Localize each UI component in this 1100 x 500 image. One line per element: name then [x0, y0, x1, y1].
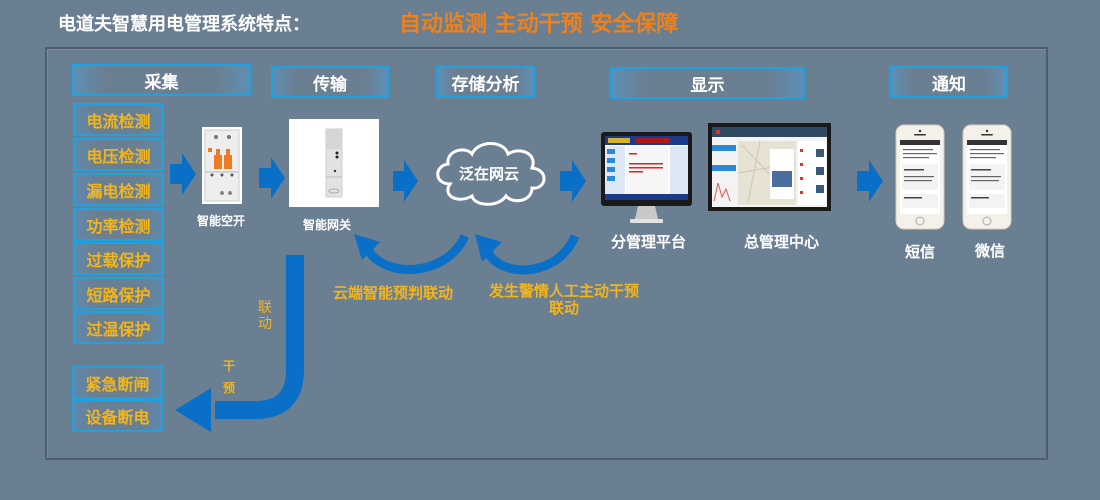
cloud-icon — [436, 142, 546, 206]
sub-platform-label: 分管理平台 — [611, 233, 687, 251]
vertical-char: 联 — [258, 300, 272, 316]
stage-label: 通知 — [932, 74, 966, 95]
action-label: 紧急断闸 — [85, 374, 150, 394]
stage-transmit: 传输 — [271, 66, 389, 98]
stage-label: 传输 — [313, 74, 347, 95]
feature-current-detection: 电流检测 — [73, 103, 164, 136]
smart-gateway-image — [289, 119, 379, 207]
stage-notify: 通知 — [890, 66, 1008, 98]
curved-arrow-left-icon — [475, 234, 580, 275]
action-device-poweroff: 设备断电 — [72, 399, 163, 432]
feature-label: 漏电检测 — [86, 181, 151, 201]
manual-note-line1: 发生警情人工主动干预 — [488, 282, 639, 300]
intervention-arrow-icon — [175, 255, 304, 432]
feature-label: 过温保护 — [86, 319, 151, 339]
action-emergency-trip: 紧急断闸 — [72, 366, 163, 399]
dashboard-screen-icon — [708, 123, 831, 211]
phone-sms-icon — [895, 124, 945, 230]
feature-label: 功率检测 — [86, 216, 151, 236]
stage-storage: 存储分析 — [436, 66, 535, 98]
vertical-char: 干 — [222, 359, 235, 373]
gateway-icon — [325, 128, 343, 198]
feature-voltage-detection: 电压检测 — [73, 138, 164, 171]
cloud-label: 泛在网云 — [459, 165, 520, 183]
stage-label: 采集 — [144, 72, 179, 93]
vertical-char: 动 — [258, 316, 272, 332]
arrow-right-icon — [857, 160, 883, 202]
main-center-label: 总管理中心 — [744, 233, 820, 251]
vertical-linkage-note: 联 动 — [257, 300, 273, 332]
feature-short-circuit-protection: 短路保护 — [73, 277, 164, 310]
cloud-linkage-note: 云端智能预判联动 — [333, 284, 454, 302]
smart-breaker-image — [202, 127, 242, 204]
stage-display: 显示 — [610, 67, 805, 99]
arrow-right-icon — [170, 153, 196, 195]
page-title: 电道夫智慧用电管理系统特点： — [58, 14, 310, 35]
manual-note-line2: 联动 — [548, 299, 579, 317]
curved-arrow-left-icon — [354, 233, 470, 274]
feature-label: 电流检测 — [86, 111, 151, 131]
smart-gateway-label: 智能网关 — [303, 218, 352, 232]
slogan: 自动监测 主动干预 安全保障 — [399, 12, 679, 37]
arrow-right-icon — [259, 157, 285, 199]
breaker-icon — [204, 129, 240, 202]
feature-label: 短路保护 — [86, 285, 151, 305]
feature-label: 电压检测 — [86, 146, 151, 166]
diagram-frame — [45, 47, 1048, 460]
arrow-right-icon — [393, 160, 418, 202]
feature-overtemp-protection: 过温保护 — [73, 311, 164, 344]
vertical-char: 预 — [222, 381, 235, 395]
monitor-icon — [601, 132, 692, 223]
stage-label: 存储分析 — [451, 74, 520, 95]
arrow-right-icon — [560, 160, 586, 202]
vertical-intervene-note: 干 预 — [221, 355, 237, 399]
wechat-label: 微信 — [975, 242, 1006, 260]
feature-power-detection: 功率检测 — [73, 208, 164, 241]
manual-intervention-note: 发生警情人工主动干预 联动 — [483, 283, 645, 317]
feature-leakage-detection: 漏电检测 — [73, 173, 164, 206]
action-label: 设备断电 — [85, 407, 150, 427]
stage-label: 显示 — [690, 75, 725, 96]
stage-collect: 采集 — [72, 64, 251, 96]
feature-overload-protection: 过载保护 — [73, 242, 164, 275]
sms-label: 短信 — [905, 243, 936, 261]
phone-wechat-icon — [962, 124, 1012, 230]
smart-breaker-label: 智能空开 — [197, 214, 246, 228]
feature-label: 过载保护 — [86, 250, 151, 270]
